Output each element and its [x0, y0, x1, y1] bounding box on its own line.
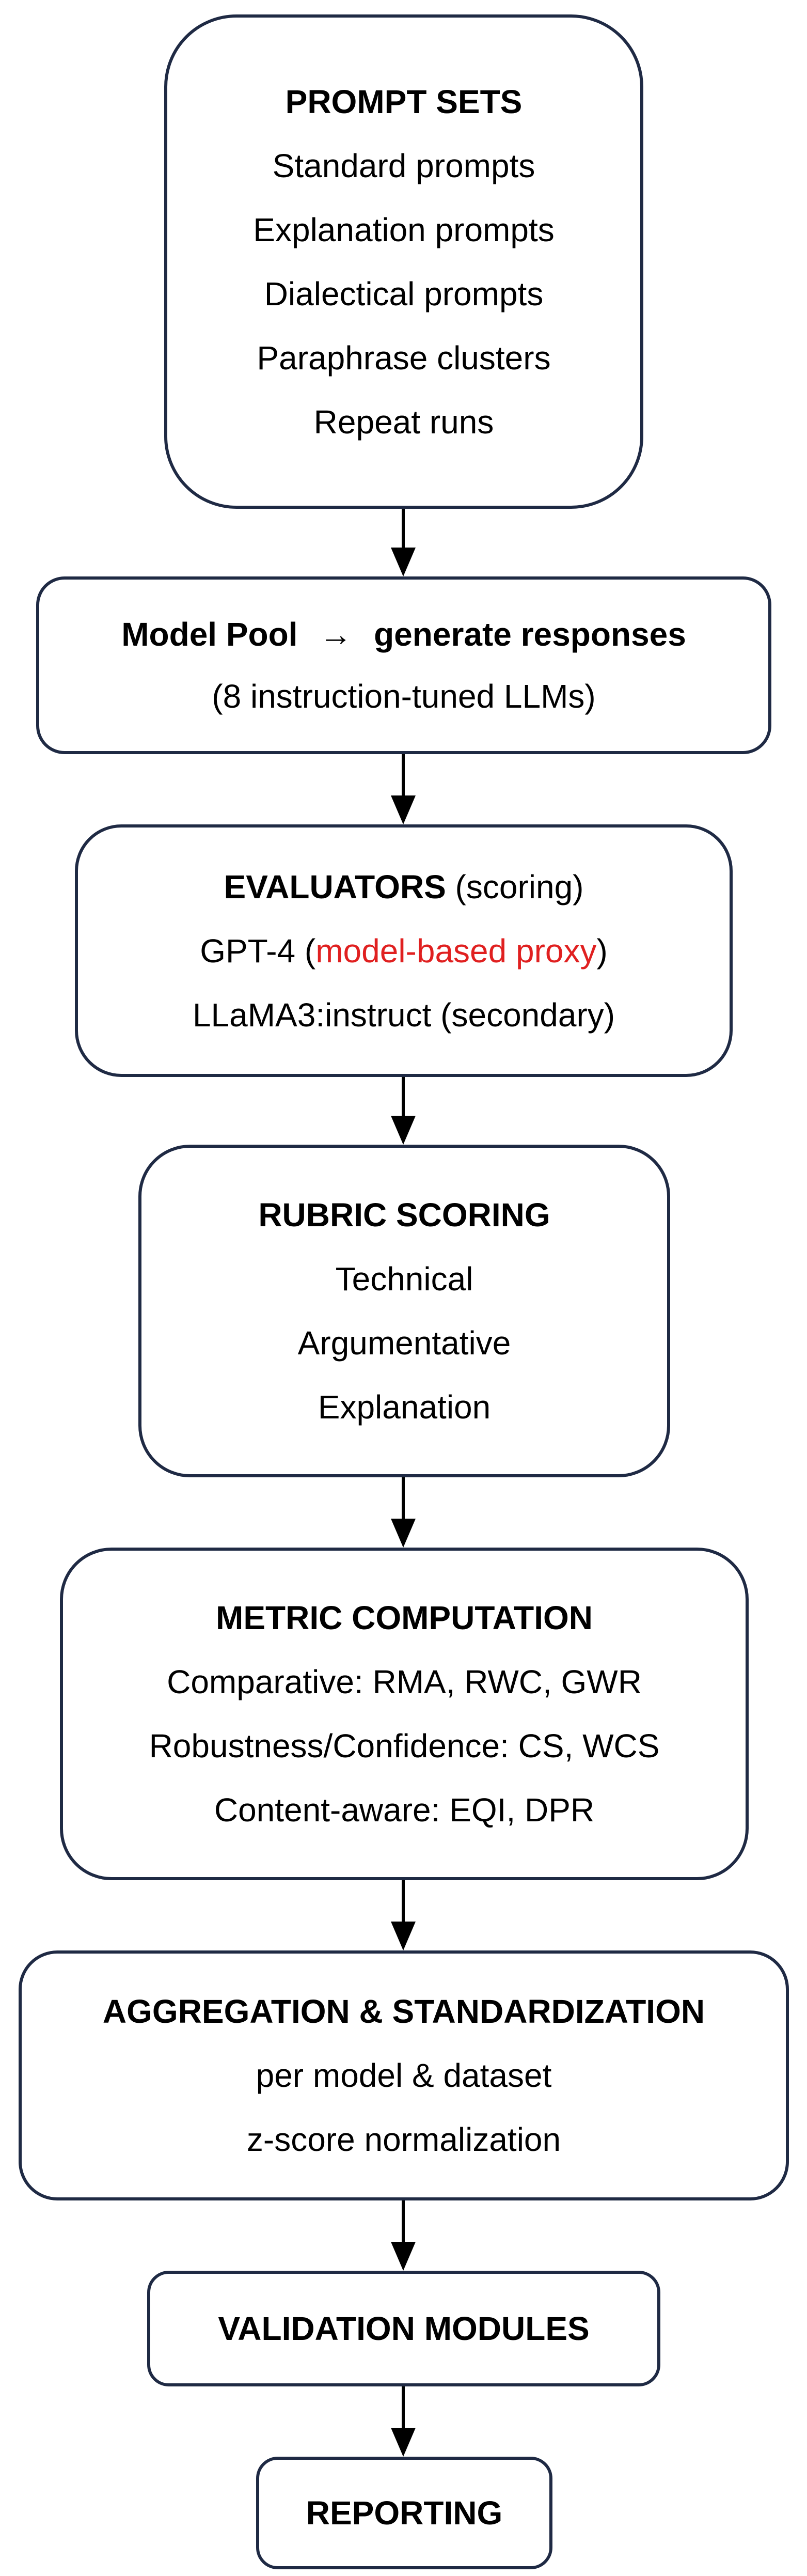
metric-item-robustness: Robustness/Confidence: CS, WCS	[149, 1727, 660, 1765]
prompt-item-dialectical: Dialectical prompts	[264, 275, 544, 313]
prompt-sets-title: PROMPT SETS	[285, 83, 523, 120]
rubric-item-explanation: Explanation	[318, 1388, 491, 1426]
rubric-scoring-title: RUBRIC SCORING	[258, 1196, 550, 1234]
arrow-model-pool-to-evaluators	[391, 754, 416, 824]
metric-computation-box: METRIC COMPUTATION Comparative: RMA, RWC…	[60, 1548, 749, 1880]
evaluator-gpt4-highlight: model-based proxy	[315, 932, 597, 970]
evaluators-box: EVALUATORS (scoring) GPT-4 (model-based …	[75, 824, 733, 1077]
evaluator-llama3: LLaMA3:instruct (secondary)	[192, 996, 615, 1034]
metric-computation-title: METRIC COMPUTATION	[216, 1599, 593, 1636]
rubric-item-technical: Technical	[335, 1260, 473, 1298]
rubric-item-argumentative: Argumentative	[297, 1324, 511, 1362]
rubric-scoring-box: RUBRIC SCORING Technical Argumentative E…	[138, 1145, 670, 1477]
model-pool-box: Model Pool → generate responses (8 instr…	[36, 576, 771, 754]
arrow-prompts-to-model-pool	[391, 509, 416, 576]
generate-responses-label: generate responses	[374, 616, 686, 653]
arrow-evaluators-to-rubric	[391, 1077, 416, 1145]
arrow-aggregation-to-validation	[391, 2200, 416, 2271]
prompt-item-repeat: Repeat runs	[313, 403, 494, 441]
prompt-item-standard: Standard prompts	[272, 147, 535, 184]
model-pool-title: Model Pool → generate responses	[121, 614, 686, 655]
metric-item-comparative: Comparative: RMA, RWC, GWR	[167, 1663, 642, 1700]
aggregation-title: AGGREGATION & STANDARDIZATION	[102, 1993, 705, 2030]
model-pool-subtitle: (8 instruction-tuned LLMs)	[212, 678, 596, 715]
reporting-title: REPORTING	[306, 2494, 503, 2532]
aggregation-item-per-model: per model & dataset	[256, 2057, 552, 2094]
arrow-validation-to-reporting	[391, 2386, 416, 2457]
evaluators-title-suffix: (scoring)	[455, 868, 584, 905]
model-pool-label: Model Pool	[121, 616, 298, 653]
arrow-metrics-to-aggregation	[391, 1880, 416, 1950]
evaluator-gpt4-suffix: )	[596, 932, 608, 970]
right-arrow-icon: →	[319, 616, 353, 653]
validation-modules-title: VALIDATION MODULES	[218, 2310, 590, 2347]
aggregation-box: AGGREGATION & STANDARDIZATION per model …	[19, 1950, 789, 2200]
reporting-box: REPORTING	[256, 2457, 552, 2569]
arrow-rubric-to-metrics	[391, 1477, 416, 1548]
metric-item-content-aware: Content-aware: EQI, DPR	[214, 1791, 595, 1829]
evaluator-gpt4-prefix: GPT-4 (	[200, 932, 316, 970]
validation-modules-box: VALIDATION MODULES	[147, 2271, 660, 2386]
prompt-item-explanation: Explanation prompts	[253, 211, 555, 248]
prompt-sets-box: PROMPT SETS Standard prompts Explanation…	[164, 14, 643, 509]
evaluators-title: EVALUATORS (scoring)	[224, 866, 584, 908]
evaluators-title-bold: EVALUATORS	[224, 868, 446, 905]
evaluator-gpt4: GPT-4 (model-based proxy)	[200, 930, 608, 972]
prompt-item-paraphrase: Paraphrase clusters	[257, 339, 551, 377]
aggregation-item-zscore: z-score normalization	[246, 2121, 561, 2158]
